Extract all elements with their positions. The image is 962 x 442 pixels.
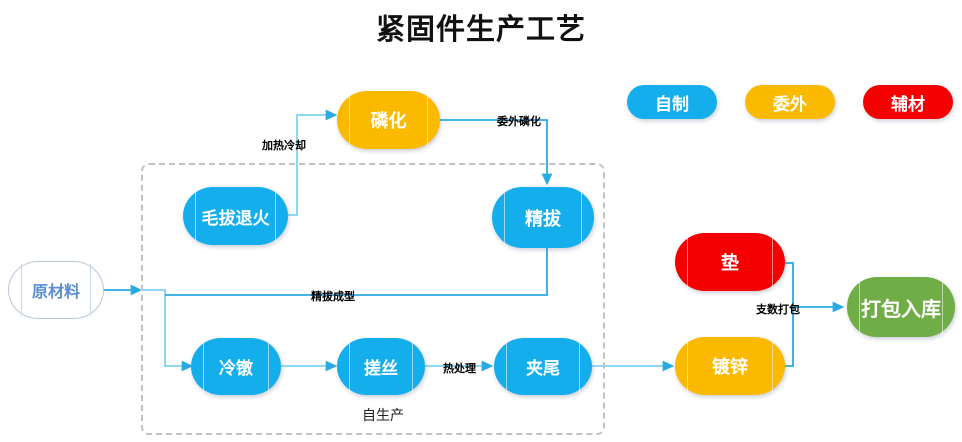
- node-packing-warehouse[interactable]: 打包入库: [847, 277, 955, 337]
- node-label-packing-warehouse: 打包入库: [861, 298, 941, 321]
- node-label-washer: 垫: [721, 253, 739, 273]
- cylinder-left-edge: [349, 340, 350, 393]
- edge-label-heat-treatment: 热处理: [443, 363, 476, 375]
- cylinder-left-edge: [203, 340, 204, 393]
- node-label-tail-clamping: 夹尾: [526, 359, 560, 378]
- legend-label-outsourced: 委外: [773, 94, 807, 114]
- cylinder-left-edge: [687, 235, 688, 289]
- cylinder-right-edge: [90, 264, 91, 316]
- cylinder-left-edge: [349, 93, 350, 147]
- node-fine-draw[interactable]: 精拔: [492, 187, 594, 248]
- edge-label-heat-cool: 加热冷却: [262, 140, 306, 152]
- self-production-caption: 自生产: [362, 407, 404, 423]
- cylinder-right-edge: [275, 189, 276, 243]
- cylinder-right-edge: [581, 189, 582, 246]
- cylinder-left-edge: [195, 189, 196, 243]
- node-label-thread-rolling: 搓丝: [364, 359, 398, 378]
- cylinder-right-edge: [427, 93, 428, 147]
- node-label-galvanizing: 镀锌: [712, 357, 748, 377]
- legend-item-self-made[interactable]: 自制: [627, 85, 717, 119]
- legend-label-self-made: 自制: [655, 94, 689, 114]
- cylinder-right-edge: [772, 339, 773, 393]
- cylinder-left-edge: [506, 340, 507, 393]
- cylinder-left-edge: [687, 339, 688, 393]
- edge-label-outsourced-phosphating: 委外磷化: [497, 116, 541, 128]
- page-title: 紧固件生产工艺: [375, 14, 586, 46]
- node-washer[interactable]: 垫: [675, 233, 785, 291]
- edge-label-count-packing: 支数打包: [756, 304, 800, 316]
- legend-item-auxiliary-material[interactable]: 辅材: [863, 85, 953, 119]
- self-production-group: [141, 163, 605, 435]
- node-galvanizing[interactable]: 镀锌: [675, 337, 785, 395]
- edge-label-fine-draw-forming: 精拔成型: [311, 291, 355, 303]
- cylinder-right-edge: [942, 279, 943, 335]
- node-label-cold-heading: 冷镦: [219, 359, 253, 378]
- node-rough-draw-anneal[interactable]: 毛拔退火: [183, 187, 288, 245]
- node-label-phosphating: 磷化: [370, 111, 407, 131]
- node-label-fine-draw: 精拔: [525, 208, 561, 229]
- node-raw-material[interactable]: 原材料: [8, 261, 104, 319]
- node-thread-rolling[interactable]: 搓丝: [337, 338, 425, 395]
- cylinder-right-edge: [412, 340, 413, 393]
- node-label-raw-material: 原材料: [31, 284, 80, 301]
- cylinder-right-edge: [579, 340, 580, 393]
- cylinder-left-edge: [21, 264, 22, 316]
- legend-label-auxiliary-material: 辅材: [891, 94, 925, 114]
- cylinder-left-edge: [504, 189, 505, 246]
- node-phosphating[interactable]: 磷化: [337, 91, 440, 149]
- node-cold-heading[interactable]: 冷镦: [191, 338, 281, 395]
- cylinder-right-edge: [772, 235, 773, 289]
- legend-item-outsourced[interactable]: 委外: [745, 85, 835, 119]
- node-tail-clamping[interactable]: 夹尾: [494, 338, 592, 395]
- cylinder-right-edge: [268, 340, 269, 393]
- node-label-rough-draw-anneal: 毛拔退火: [201, 208, 270, 228]
- cylinder-left-edge: [859, 279, 860, 335]
